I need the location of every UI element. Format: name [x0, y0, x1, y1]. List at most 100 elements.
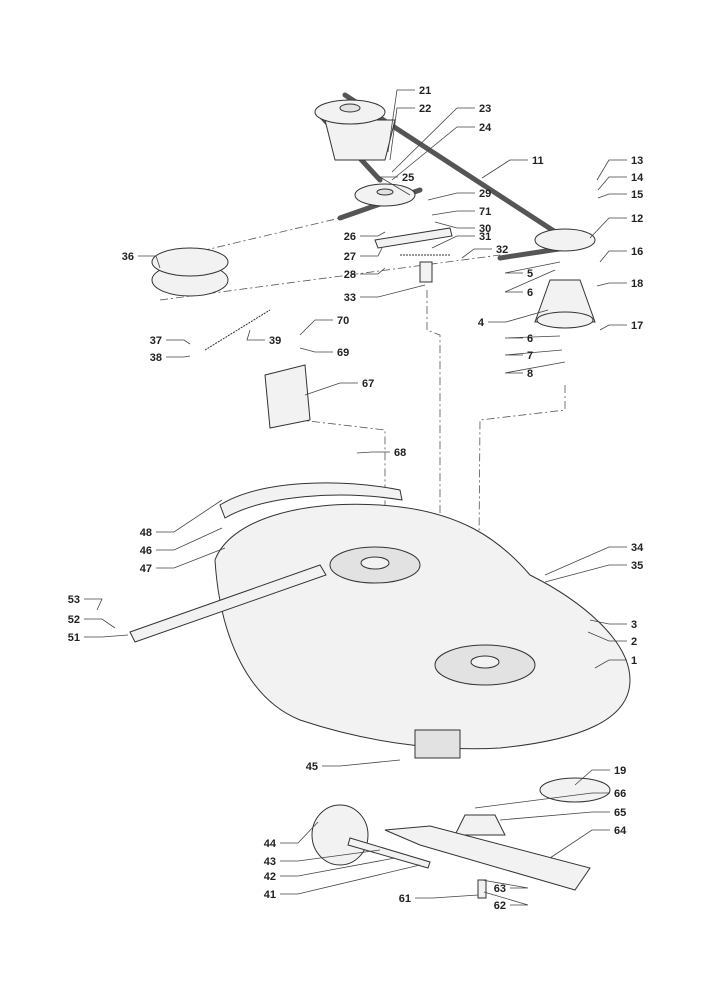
- leader-line-62: [483, 891, 529, 906]
- part-label-34: 34: [631, 542, 644, 554]
- electric-clutch-top: [151, 247, 229, 277]
- leader-line-71: [431, 210, 475, 216]
- leader-line-52: [84, 618, 116, 629]
- part-label-53: 53: [68, 594, 80, 606]
- bolt: [477, 879, 487, 899]
- part-label-5: 5: [527, 268, 533, 280]
- part-label-26: 26: [344, 231, 356, 243]
- leader-line-38: [166, 355, 191, 358]
- leader-line-41: [280, 864, 421, 895]
- part-label-6: 6: [527, 287, 533, 299]
- leader-line-48: [156, 499, 223, 533]
- leader-line-8: [504, 361, 566, 374]
- part-label-25: 25: [402, 172, 414, 184]
- idler-arm: [374, 227, 453, 249]
- part-label-32: 32: [496, 244, 508, 256]
- leader-line-11: [481, 159, 528, 179]
- part-label-31: 31: [479, 231, 491, 243]
- part-label-46: 46: [140, 545, 152, 557]
- part-label-69: 69: [337, 347, 349, 359]
- pulley-hub: [376, 188, 394, 196]
- blade-hub-plate: [539, 777, 611, 803]
- part-label-23: 23: [479, 103, 491, 115]
- deck-guard: [219, 482, 403, 519]
- deck-spindle-hub: [470, 655, 500, 669]
- part-label-1: 1: [631, 655, 637, 667]
- leader-line-61: [415, 894, 479, 899]
- leader-line-17: [599, 324, 627, 331]
- part-label-66: 66: [614, 788, 626, 800]
- alignment-line: [159, 254, 501, 301]
- part-label-61: 61: [399, 893, 411, 905]
- leader-line-19: [574, 769, 610, 786]
- part-label-19: 19: [614, 765, 626, 777]
- leader-line-6: [504, 269, 556, 293]
- part-label-35: 35: [631, 560, 643, 572]
- part-label-21: 21: [419, 85, 431, 97]
- leader-line-32: [461, 248, 492, 259]
- part-label-71: 71: [479, 206, 491, 218]
- leader-line-53: [84, 598, 103, 611]
- leader-line-44: [280, 821, 319, 844]
- leader-line-31: [431, 235, 475, 249]
- part-label-41: 41: [264, 889, 276, 901]
- part-label-63: 63: [494, 883, 506, 895]
- part-label-7: 7: [527, 350, 533, 362]
- part-label-22: 22: [419, 103, 431, 115]
- leader-line-39: [246, 329, 265, 341]
- deck-spindle-hub: [360, 556, 390, 570]
- mower-deck: [214, 503, 631, 750]
- part-label-30: 30: [479, 223, 491, 235]
- part-label-28: 28: [344, 269, 356, 281]
- leader-line-16: [599, 250, 627, 263]
- leader-line-70: [299, 319, 333, 336]
- part-label-24: 24: [479, 122, 492, 134]
- pulley: [534, 228, 596, 252]
- bracket-plate: [264, 364, 311, 429]
- leader-line-37: [166, 339, 191, 345]
- part-label-2: 2: [631, 636, 637, 648]
- leader-line-45: [322, 759, 401, 767]
- part-label-64: 64: [614, 825, 627, 837]
- part-label-42: 42: [264, 871, 276, 883]
- leader-line-18: [596, 282, 627, 287]
- wheel: [311, 804, 369, 866]
- part-label-45: 45: [306, 761, 318, 773]
- part-label-70: 70: [337, 315, 349, 327]
- part-label-16: 16: [631, 246, 643, 258]
- part-label-6: 6: [527, 333, 533, 345]
- leader-line-25: [378, 176, 411, 196]
- part-label-62: 62: [494, 900, 506, 912]
- part-label-15: 15: [631, 189, 643, 201]
- leader-line-36: [138, 255, 161, 269]
- leader-line-13: [596, 159, 627, 181]
- pulley-hub: [339, 103, 361, 113]
- part-label-14: 14: [631, 172, 644, 184]
- part-label-67: 67: [362, 378, 374, 390]
- part-label-17: 17: [631, 320, 643, 332]
- leader-line-15: [597, 193, 627, 199]
- leader-line-3: [589, 619, 627, 625]
- leader-line-28: [360, 267, 386, 275]
- leader-line-46: [156, 527, 223, 551]
- leader-line-63: [481, 879, 529, 889]
- leader-line-30: [434, 221, 475, 229]
- spindle-flange: [536, 311, 594, 329]
- part-label-3: 3: [631, 619, 637, 631]
- leader-line-51: [84, 634, 129, 638]
- part-label-13: 13: [631, 155, 643, 167]
- part-label-33: 33: [344, 292, 356, 304]
- leader-line-66: [474, 792, 610, 809]
- leader-line-21: [387, 89, 415, 153]
- spring-pivot: [419, 261, 433, 283]
- leader-line-22: [389, 107, 415, 161]
- wheel-axle: [347, 837, 431, 869]
- leader-line-26: [360, 231, 386, 237]
- part-label-37: 37: [150, 335, 162, 347]
- blade: [384, 825, 591, 891]
- leader-line-43: [280, 849, 381, 862]
- part-label-43: 43: [264, 856, 276, 868]
- part-label-27: 27: [344, 251, 356, 263]
